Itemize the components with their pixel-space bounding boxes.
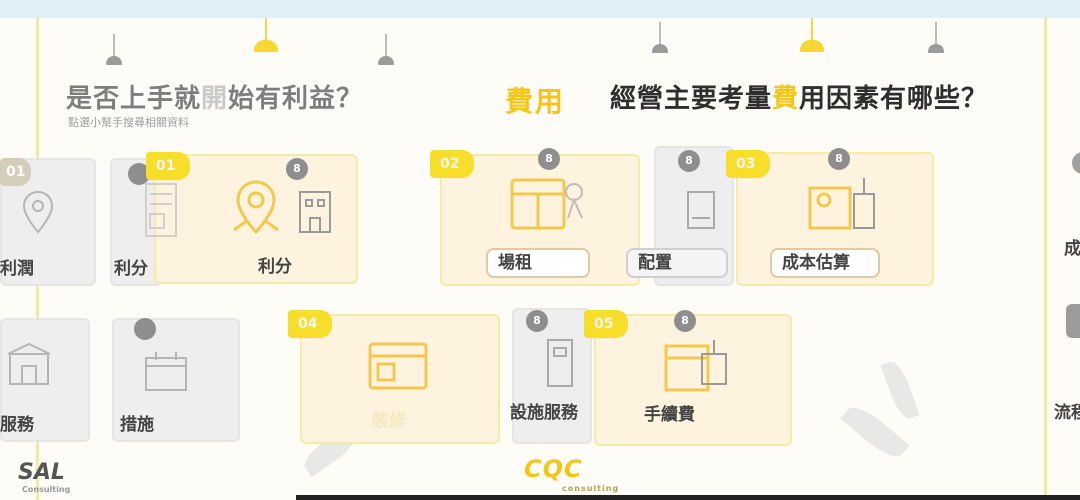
lamp-icon [100, 34, 128, 68]
ghost-tag [1066, 304, 1080, 338]
card-label: 裝修 [372, 411, 406, 431]
secondary-label: 設施服務 [510, 403, 578, 423]
brand-logo: CQC [524, 455, 583, 483]
card-pin: 8 [828, 148, 850, 170]
store-icon [6, 340, 52, 390]
ghost-logo: SAL [18, 460, 65, 485]
footer-bar [296, 495, 1080, 500]
ghost-card [112, 318, 240, 442]
card-pin: 8 [678, 150, 700, 172]
ghost-card-label: 利分 [114, 259, 148, 279]
ghost-card [0, 318, 90, 442]
card-label: 場租 [486, 248, 590, 278]
document-icon [682, 188, 722, 234]
store-icon [806, 174, 882, 234]
lamp-icon [922, 22, 950, 56]
lamp-icon [252, 18, 280, 52]
calendar-icon [366, 336, 430, 394]
card-label: 成本估算 [770, 248, 880, 278]
card-venue-rent[interactable] [440, 154, 640, 286]
ghost-card-label: 措施 [120, 415, 154, 435]
building-icon [294, 182, 338, 236]
ghost-right-label: 成效 [1064, 239, 1080, 259]
page-title: 經營主要考量費用因素有哪些？ [610, 84, 989, 114]
ghost-card-label: 利潤 [0, 259, 34, 279]
lamp-icon [646, 22, 674, 56]
top-band [0, 0, 1080, 18]
ghost-pin [128, 163, 150, 185]
lamp-icon [372, 34, 400, 68]
secondary-label: 配置 [626, 248, 728, 278]
card-renovation[interactable] [300, 314, 500, 444]
location-pin-icon [14, 188, 62, 238]
card-pin: 8 [538, 148, 560, 170]
calendar-icon [662, 336, 734, 396]
ghost-right-label: 流程 [1054, 403, 1080, 423]
card-badge: 04 [288, 310, 332, 338]
ghost-subtitle: 點選小幫手搜尋相關資料 [68, 116, 189, 129]
lamp-icon [798, 18, 826, 52]
card-badge: 01 [146, 152, 190, 180]
card-label: 手續費 [644, 405, 695, 425]
card-pin: 8 [526, 310, 548, 332]
ghost-pin [1072, 152, 1080, 174]
section-label: 費用 [505, 85, 566, 118]
brand-logo-sub: consulting [562, 484, 620, 493]
card-badge: 05 [584, 310, 628, 338]
ghost-title: 是否上手就開始有利益？ [66, 84, 364, 114]
ghost-badge: 01 [0, 158, 32, 186]
calculator-icon [508, 174, 588, 234]
card-badge: 03 [726, 150, 770, 178]
secondary-card[interactable] [512, 308, 592, 444]
card-pin: 8 [286, 158, 308, 180]
card-handling-fee[interactable] [594, 314, 792, 446]
location-pin-icon [226, 178, 286, 238]
ghost-logo-sub: Consulting [22, 485, 71, 494]
ghost-card-label: 服務 [0, 415, 34, 435]
card-pin: 8 [674, 310, 696, 332]
card-profit-share[interactable] [154, 154, 358, 284]
id-card-icon [142, 180, 196, 240]
building-icon [540, 334, 580, 390]
ghost-pin [134, 318, 156, 340]
card-label: 利分 [258, 257, 292, 277]
calendar-icon [142, 350, 190, 394]
wall-line [1044, 18, 1047, 500]
card-badge: 02 [430, 150, 474, 178]
leaf-icon [880, 358, 920, 422]
